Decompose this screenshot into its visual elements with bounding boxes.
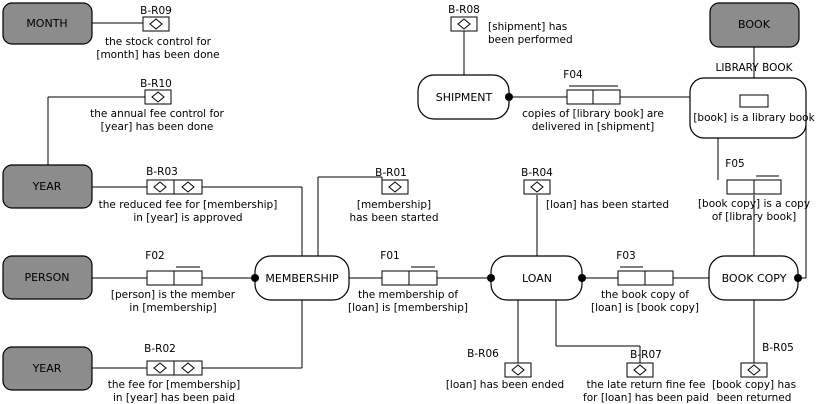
entity-person[interactable]: PERSON (2, 255, 93, 300)
rule-br09-line1: the stock control for (105, 36, 212, 48)
rule-br08-code: B-R08 (448, 4, 480, 16)
diamond-icon (633, 364, 647, 376)
diamond-icon (388, 181, 402, 193)
fact-shipment[interactable]: SHIPMENT (417, 74, 510, 120)
role-f05-line2: of [library book] (712, 211, 796, 223)
fact-loan[interactable]: LOAN (490, 255, 583, 301)
rule-br09-line2: [month] has been done (96, 49, 219, 61)
rule-br07-line1: the late return fine fee (587, 379, 706, 391)
rule-br02-line2: in [year] has been paid (113, 392, 235, 404)
rule-br07[interactable]: B-R07 the late return fine fee for [loan… (583, 349, 709, 404)
fact-shipment-label: SHIPMENT (436, 91, 493, 104)
rule-br02-code: B-R02 (144, 343, 176, 355)
entity-year-top[interactable]: YEAR (2, 164, 93, 209)
rule-br04-code: B-R04 (521, 167, 553, 179)
entity-year-top-label: YEAR (32, 180, 62, 193)
diamond-icon (151, 91, 165, 103)
diamond-icon (530, 181, 544, 193)
role-f03[interactable]: F03 the book copy of [loan] is [book cop… (591, 250, 699, 314)
role-f01-line2: [loan] is [membership] (348, 302, 468, 314)
rule-br05-line2: been returned (717, 392, 792, 404)
library-book-role-box[interactable] (739, 94, 769, 108)
role-f04-code: F04 (563, 69, 583, 81)
role-f05[interactable]: F05 [book copy] is a copy of [library bo… (698, 158, 810, 223)
rule-br02-line1: the fee for [membership] (108, 379, 241, 391)
rule-br09-code: B-R09 (140, 5, 172, 17)
rule-br10-code: B-R10 (140, 78, 172, 90)
role-f01-line1: the membership of (358, 289, 458, 301)
rule-br03-code: B-R03 (146, 166, 178, 178)
rule-br05-line1: [book copy] has (712, 379, 796, 391)
rule-br02[interactable]: B-R02 the fee for [membership] in [year]… (108, 343, 241, 404)
role-f05-line1: [book copy] is a copy (698, 198, 810, 210)
entity-year-bottom[interactable]: YEAR (2, 346, 93, 391)
rule-br07-line2: for [loan] has been paid (583, 392, 709, 404)
rule-br08[interactable]: B-R08 [shipment] has been performed (448, 4, 572, 46)
entity-book-label: BOOK (738, 18, 771, 31)
diamond-icon (181, 181, 195, 193)
entity-book[interactable]: BOOK (709, 2, 800, 48)
role-f03-code: F03 (616, 250, 635, 262)
rule-br01-line1: [membership] (357, 199, 431, 211)
fact-membership-label: MEMBERSHIP (265, 272, 339, 285)
rule-br06-line1: [loan] has been ended (446, 379, 564, 391)
rule-br01-line2: has been started (349, 212, 438, 224)
rule-br03[interactable]: B-R03 the reduced fee for [membership] i… (99, 166, 278, 224)
diamond-icon (153, 181, 167, 193)
rule-br09[interactable]: B-R09 the stock control for [month] has … (96, 5, 219, 61)
role-f02[interactable]: F02 [person] is the member in [membershi… (111, 250, 236, 314)
diamond-icon (457, 18, 471, 30)
rule-br10-line1: the annual fee control for (90, 108, 224, 120)
entity-year-bottom-label: YEAR (32, 362, 62, 375)
rule-br04-line1: [loan] has been started (546, 199, 669, 211)
rule-br10-line2: [year] has been done (101, 121, 214, 133)
diamond-icon (153, 362, 167, 374)
rule-br04[interactable]: B-R04 [loan] has been started (521, 167, 669, 211)
fact-book-copy[interactable]: BOOK COPY (708, 255, 799, 301)
rule-br05-code: B-R05 (762, 342, 794, 354)
diamond-icon (149, 18, 163, 30)
rule-br06[interactable]: B-R06 [loan] has been ended (446, 348, 564, 391)
entity-month-label: MONTH (26, 17, 67, 30)
rule-br03-line1: the reduced fee for [membership] (99, 199, 278, 211)
role-f03-line2: [loan] is [book copy] (591, 302, 699, 314)
entity-person-label: PERSON (24, 271, 69, 284)
rule-br06-code: B-R06 (467, 348, 499, 360)
rule-br07-code: B-R07 (630, 349, 662, 361)
role-f03-line1: the book copy of (601, 289, 689, 301)
role-f04-line1: copies of [library book] are (522, 108, 664, 120)
diamond-icon (511, 364, 525, 376)
role-f01-code: F01 (380, 250, 399, 262)
rule-br10[interactable]: B-R10 the annual fee control for [year] … (90, 78, 224, 133)
role-f04-line2: delivered in [shipment] (532, 121, 654, 133)
fact-library-book[interactable]: LIBRARY BOOK [book] is a library book (689, 62, 816, 139)
role-f05-code: F05 (725, 158, 744, 170)
connector-lines (47, 22, 807, 369)
rule-br08-line2: been performed (488, 34, 573, 46)
fact-loan-label: LOAN (522, 272, 552, 285)
rule-br08-line1: [shipment] has (488, 21, 567, 33)
rule-br01[interactable]: B-R01 [membership] has been started (349, 167, 438, 224)
junction-dots (251, 93, 802, 282)
rule-br03-line2: in [year] is approved (133, 212, 242, 224)
role-f04[interactable]: F04 copies of [library book] are deliver… (522, 69, 664, 133)
role-f01[interactable]: F01 the membership of [loan] is [members… (348, 250, 468, 314)
diamond-icon (747, 364, 761, 376)
rule-br05[interactable]: B-R05 [book copy] has been returned (712, 342, 796, 404)
role-f02-line1: [person] is the member (111, 289, 236, 301)
fact-library-book-label: LIBRARY BOOK (715, 62, 793, 74)
rule-br01-code: B-R01 (375, 167, 407, 179)
library-book-role-text: [book] is a library book (693, 112, 815, 124)
role-f02-code: F02 (145, 250, 164, 262)
entity-month[interactable]: MONTH (2, 2, 93, 45)
role-f02-line2: in [membership] (129, 302, 216, 314)
diamond-icon (181, 362, 195, 374)
fact-membership[interactable]: MEMBERSHIP (254, 255, 350, 301)
fact-book-copy-label: BOOK COPY (722, 272, 787, 285)
